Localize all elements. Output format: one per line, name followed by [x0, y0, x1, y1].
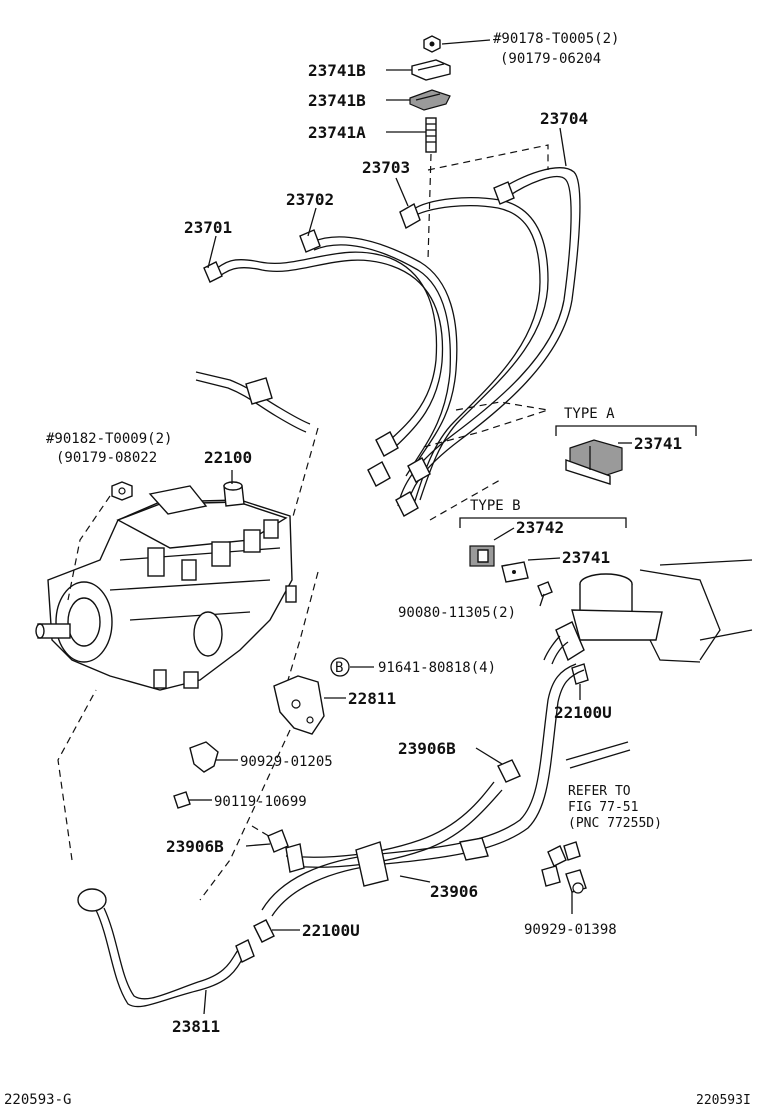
nut-90178 — [423, 35, 441, 53]
label-23906b-bottom: 23906B — [166, 837, 224, 856]
label-90929-01205: 90929-01205 — [240, 754, 333, 770]
leader-23906b-bot — [245, 843, 271, 847]
overflow-hose — [195, 371, 311, 433]
guide-stud — [427, 153, 432, 261]
label-90929-01398: 90929-01398 — [524, 922, 617, 938]
label-23741-type-b: 23741 — [562, 548, 610, 567]
label-90119-10699: 90119-10699 — [214, 794, 307, 810]
label-23906b-top: 23906B — [398, 739, 456, 758]
refer-pipe — [565, 741, 631, 769]
clamp-90929-01205 — [189, 741, 219, 773]
guide-type-a — [419, 401, 549, 449]
footer-diagram-code: 220593-G — [4, 1092, 71, 1108]
guide-23811 — [57, 689, 97, 861]
leader-23702 — [307, 207, 317, 237]
label-23704: 23704 — [540, 109, 588, 128]
label-90080-11305: 90080-11305(2) — [398, 605, 516, 621]
label-23811: 23811 — [172, 1017, 220, 1036]
leader-23701 — [207, 235, 217, 269]
label-type-a: TYPE A — [564, 406, 615, 422]
clip-22100u-top — [571, 663, 589, 685]
guide-90182 — [67, 495, 111, 601]
label-23906: 23906 — [430, 882, 478, 901]
circle-b-marker: B — [330, 657, 350, 677]
leader-90178 — [441, 39, 491, 45]
injection-pipes — [203, 167, 581, 517]
label-pnc-77255d: (PNC 77255D) — [568, 816, 662, 831]
label-23742: 23742 — [516, 518, 564, 537]
label-23702: 23702 — [286, 190, 334, 209]
label-91641-80818: 91641-80818(4) — [378, 660, 496, 676]
clamp-23741b-upper — [411, 59, 451, 81]
guide-bracket — [287, 571, 319, 681]
pipe-23811 — [77, 888, 255, 1008]
label-23701: 23701 — [184, 218, 232, 237]
egr-valve — [543, 559, 753, 665]
label-refer-to: REFER TO — [568, 784, 631, 799]
guide-23906b — [251, 825, 273, 839]
type-b-bracket — [459, 517, 627, 528]
label-type-b: TYPE B — [470, 498, 521, 514]
label-23741a: 23741A — [308, 123, 366, 142]
leader-23704 — [559, 127, 567, 167]
label-90182-t0009: #90182-T0009(2) — [46, 431, 172, 447]
label-23741-type-a: 23741 — [634, 434, 682, 453]
clamp-23741-type-b — [501, 561, 529, 583]
clip-23906b-bottom — [267, 829, 289, 853]
label-22100: 22100 — [204, 448, 252, 467]
leader-23811 — [203, 989, 207, 1015]
guide-23704 — [427, 144, 549, 171]
circle-b-text: B — [335, 660, 343, 676]
label-23741b-lower: 23741B — [308, 91, 366, 110]
label-90179-08022: (90179-08022 — [56, 450, 157, 466]
leader-23742 — [493, 527, 515, 541]
bolt-90080 — [537, 581, 553, 607]
label-23741b-upper: 23741B — [308, 61, 366, 80]
label-fig-77-51: FIG 77-51 — [568, 800, 638, 815]
nut-90182 — [111, 481, 133, 501]
leader-23703 — [395, 177, 409, 207]
clamp-23741b-lower — [409, 89, 451, 111]
clamp-90929-01398 — [541, 841, 587, 894]
clamp-23742 — [469, 545, 495, 567]
guide-type-b — [429, 479, 501, 521]
stud-23741a — [425, 117, 437, 153]
label-90178-t0005: #90178-T0005(2) — [493, 31, 619, 47]
clip-23906b-top — [497, 759, 521, 783]
clamp-23741-type-a — [565, 439, 623, 485]
guide-hose — [291, 427, 319, 521]
leader-23906b-top — [475, 747, 503, 765]
label-23703: 23703 — [362, 158, 410, 177]
label-22100u-top: 22100U — [554, 703, 612, 722]
hose-23906 — [261, 663, 585, 917]
injection-pump-22100 — [35, 481, 297, 691]
bolt-90119 — [173, 791, 200, 809]
bracket-22811 — [273, 675, 325, 735]
leader-23906 — [399, 875, 431, 883]
label-22811: 22811 — [348, 689, 396, 708]
type-a-bracket — [555, 425, 697, 436]
footer-image-code: 220593I — [696, 1093, 751, 1108]
label-90179-06204: (90179-06204 — [500, 51, 601, 67]
leader-23741-b — [527, 557, 561, 561]
clip-22100u-bottom — [253, 919, 275, 943]
label-22100u-bottom: 22100U — [302, 921, 360, 940]
